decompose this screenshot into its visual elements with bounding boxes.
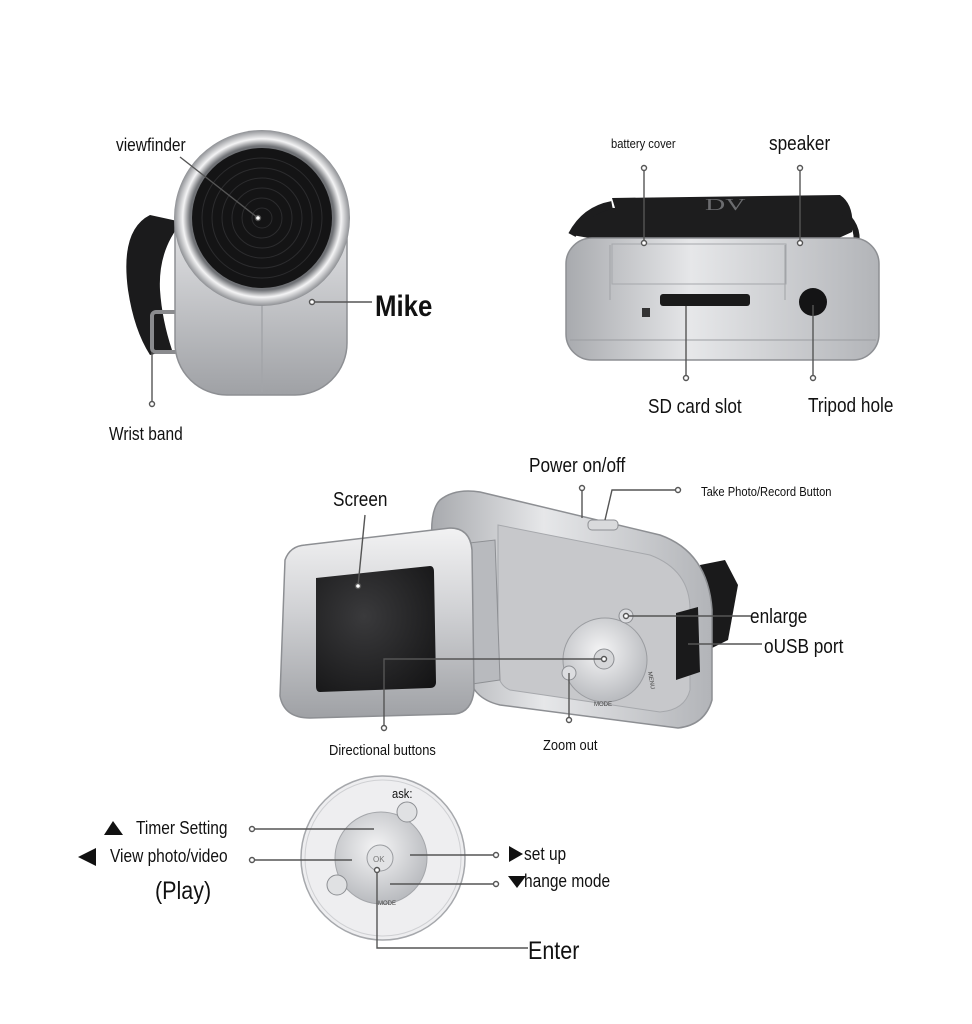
left-small-button — [326, 874, 348, 896]
timer-setting-label: Timer Setting — [136, 818, 228, 838]
take-photo-label: Take Photo/Record Button — [701, 484, 832, 499]
viewfinder-label: viewfinder — [116, 135, 186, 155]
top-small-button — [396, 801, 418, 823]
camera-top-view: DV — [565, 195, 880, 361]
pad-mode-text: MODE — [378, 901, 396, 907]
wrist-strap — [126, 215, 182, 355]
ok-text: OK — [373, 855, 385, 864]
usb-port-label: oUSB port — [764, 636, 844, 658]
enter-label: Enter — [528, 937, 580, 965]
control-pad-closeup: OK MODE — [300, 775, 466, 941]
left-arrow-icon — [78, 848, 96, 866]
view-photo-label: View photo/video — [110, 846, 228, 866]
set-up-label: set up — [524, 844, 567, 864]
tripod-hole — [799, 288, 827, 316]
speaker-label: speaker — [769, 133, 831, 155]
arrow-icons — [78, 821, 526, 888]
screen-label: Screen — [333, 489, 388, 511]
camera-front-view — [126, 130, 350, 396]
zoom-out-label: Zoom out — [543, 737, 598, 754]
up-arrow-icon — [104, 821, 123, 835]
leader-lines — [148, 156, 817, 949]
directional-buttons-label: Directional buttons — [329, 742, 436, 759]
tripod-hole-label: Tripod hole — [808, 395, 894, 417]
mode-text: MODE — [594, 702, 612, 708]
battery-cover-panel — [611, 243, 787, 285]
wrist-band-label: Wrist band — [109, 424, 183, 444]
down-arrow-icon — [508, 876, 526, 888]
change-mode-label: hange mode — [524, 871, 611, 891]
viewfinder-lens — [192, 148, 332, 288]
battery-cover-label: battery cover — [611, 136, 676, 151]
enlarge-label: enlarge — [750, 606, 808, 628]
camera-open-view: MENU MODE — [279, 490, 738, 729]
sd-card-slot-label: SD card slot — [648, 396, 742, 418]
sd-card-slot — [660, 294, 750, 306]
menu-text: MENU — [646, 671, 655, 689]
ask-label: ask: — [392, 786, 413, 801]
power-label: Power on/off — [529, 455, 626, 477]
right-arrow-icon — [509, 846, 523, 862]
play-label: (Play) — [155, 877, 212, 905]
shutter-button — [587, 519, 619, 531]
lcd-screen — [316, 566, 436, 692]
strap-logo: DV — [705, 195, 746, 214]
top-strap — [572, 195, 853, 242]
mike-label: Mike — [375, 290, 433, 323]
